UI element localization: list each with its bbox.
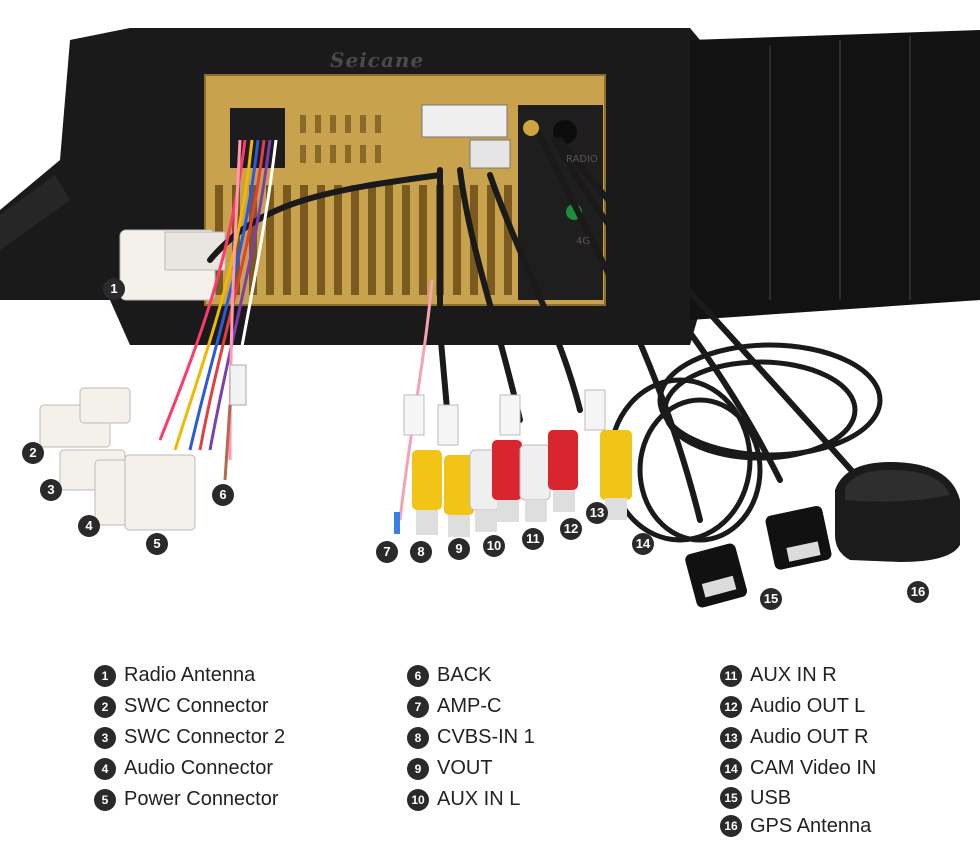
- legend-item: 15 USB: [720, 784, 876, 812]
- legend-number: 9: [407, 757, 429, 780]
- legend-number: 8: [407, 726, 429, 749]
- legend-number: 7: [407, 695, 429, 718]
- legend-label: Radio Antenna: [124, 664, 256, 686]
- marker-2: 2: [22, 442, 44, 464]
- legend-number: 4: [94, 757, 116, 780]
- marker-1: 1: [103, 278, 125, 300]
- legend-label: AUX IN L: [437, 788, 521, 810]
- radio-antenna-connector: [119, 229, 226, 301]
- legend-item: 16 GPS Antenna: [720, 812, 876, 840]
- marker-5: 5: [146, 533, 168, 555]
- legend-item: 3 SWC Connector 2: [94, 722, 285, 753]
- legend-label: Power Connector: [124, 788, 279, 810]
- marker-4: 4: [78, 515, 100, 537]
- legend-label: Audio Connector: [124, 757, 273, 779]
- legend-number: 12: [720, 695, 742, 718]
- legend-column-3: 11 AUX IN R 12 Audio OUT L 13 Audio OUT R 1…: [720, 660, 876, 840]
- legend-item: 7 AMP-C: [407, 691, 535, 722]
- legend-label: AUX IN R: [750, 664, 837, 686]
- legend-item: 5 Power Connector: [94, 784, 285, 815]
- legend-label: CAM Video IN: [750, 757, 877, 779]
- rca-plug-cam-video-in: [600, 430, 632, 520]
- power-connector: [124, 454, 196, 531]
- marker-15: 15: [760, 588, 782, 610]
- legend-item: 6 BACK: [407, 660, 535, 691]
- usb-gps-cable-coil: [607, 342, 883, 543]
- rca-plug-vout: [444, 455, 474, 537]
- product-photo: Seicane RADIO 4G 1 2 3 4 5 6 7 8 9 10 11…: [0, 28, 980, 610]
- legend-item: 10 AUX IN L: [407, 784, 535, 815]
- dash-frame-right-panel: [690, 30, 980, 320]
- legend-label: USB: [750, 786, 792, 809]
- rca-port-block: [421, 104, 508, 138]
- legend-label: Audio OUT L: [750, 695, 866, 717]
- legend-number: 6: [407, 664, 429, 687]
- marker-10: 10: [483, 535, 505, 557]
- legend-column-2: 6 BACK 7 AMP-C 8 CVBS-IN 1 9 VOUT 10 AUX IN L: [407, 660, 535, 815]
- legend-number: 3: [94, 726, 116, 749]
- legend-label: CVBS-IN 1: [437, 726, 535, 748]
- marker-12: 12: [560, 518, 582, 540]
- usb-plug: [685, 505, 832, 608]
- head-unit-illustration: [0, 28, 980, 608]
- legend-item: 13 Audio OUT R: [720, 722, 876, 753]
- rca-plug-audio-out-r: [548, 430, 578, 512]
- marker-14: 14: [632, 533, 654, 555]
- legend-number: 14: [720, 757, 742, 780]
- legend-label: Audio OUT R: [750, 726, 869, 748]
- legend-number: 16: [720, 815, 742, 837]
- legend-item: 1 Radio Antenna: [94, 660, 285, 691]
- marker-6: 6: [212, 484, 234, 506]
- legend-item: 8 CVBS-IN 1: [407, 722, 535, 753]
- legend-number: 2: [94, 695, 116, 718]
- back-wire: [223, 364, 247, 481]
- legend-column-1: 1 Radio Antenna 2 SWC Connector 3 SWC Conne…: [94, 660, 285, 815]
- marker-8: 8: [410, 541, 432, 563]
- legend-item: 14 CAM Video IN: [720, 753, 876, 784]
- legend-item: 9 VOUT: [407, 753, 535, 784]
- legend-number: 5: [94, 788, 116, 811]
- legend-label: SWC Connector 2: [124, 726, 286, 748]
- marker-13: 13: [586, 502, 608, 524]
- marker-16: 16: [907, 581, 929, 603]
- legend-label: SWC Connector: [124, 695, 269, 717]
- legend-number: 15: [720, 787, 742, 809]
- legend-label: BACK: [437, 664, 492, 686]
- legend-label: VOUT: [437, 757, 493, 779]
- legend-number: 11: [720, 664, 742, 687]
- radio-port-label: RADIO: [566, 154, 598, 165]
- marker-7: 7: [376, 541, 398, 563]
- legend-label: AMP-C: [437, 695, 502, 717]
- rca-plug-cvbs-in-1: [412, 450, 442, 535]
- legend-item: 2 SWC Connector: [94, 691, 285, 722]
- wiring-cables: [207, 132, 863, 523]
- marker-9: 9: [448, 538, 470, 560]
- 4g-port-label: 4G: [576, 236, 591, 247]
- marker-3: 3: [40, 479, 62, 501]
- legend-number: 13: [720, 726, 742, 749]
- gps-antenna: [835, 462, 960, 562]
- legend-number: 10: [407, 788, 429, 811]
- legend-item: 4 Audio Connector: [94, 753, 285, 784]
- legend-label: GPS Antenna: [750, 814, 872, 837]
- legend-item: 12 Audio OUT L: [720, 691, 876, 722]
- legend-number: 1: [94, 664, 116, 687]
- marker-11: 11: [522, 528, 544, 550]
- brand-logo: Seicane: [330, 48, 425, 72]
- legend-item: 11 AUX IN R: [720, 660, 876, 691]
- rca-plug-audio-out-l: [519, 444, 551, 522]
- rca-plug-aux-in-r: [492, 440, 522, 522]
- swc-connector: [39, 387, 131, 448]
